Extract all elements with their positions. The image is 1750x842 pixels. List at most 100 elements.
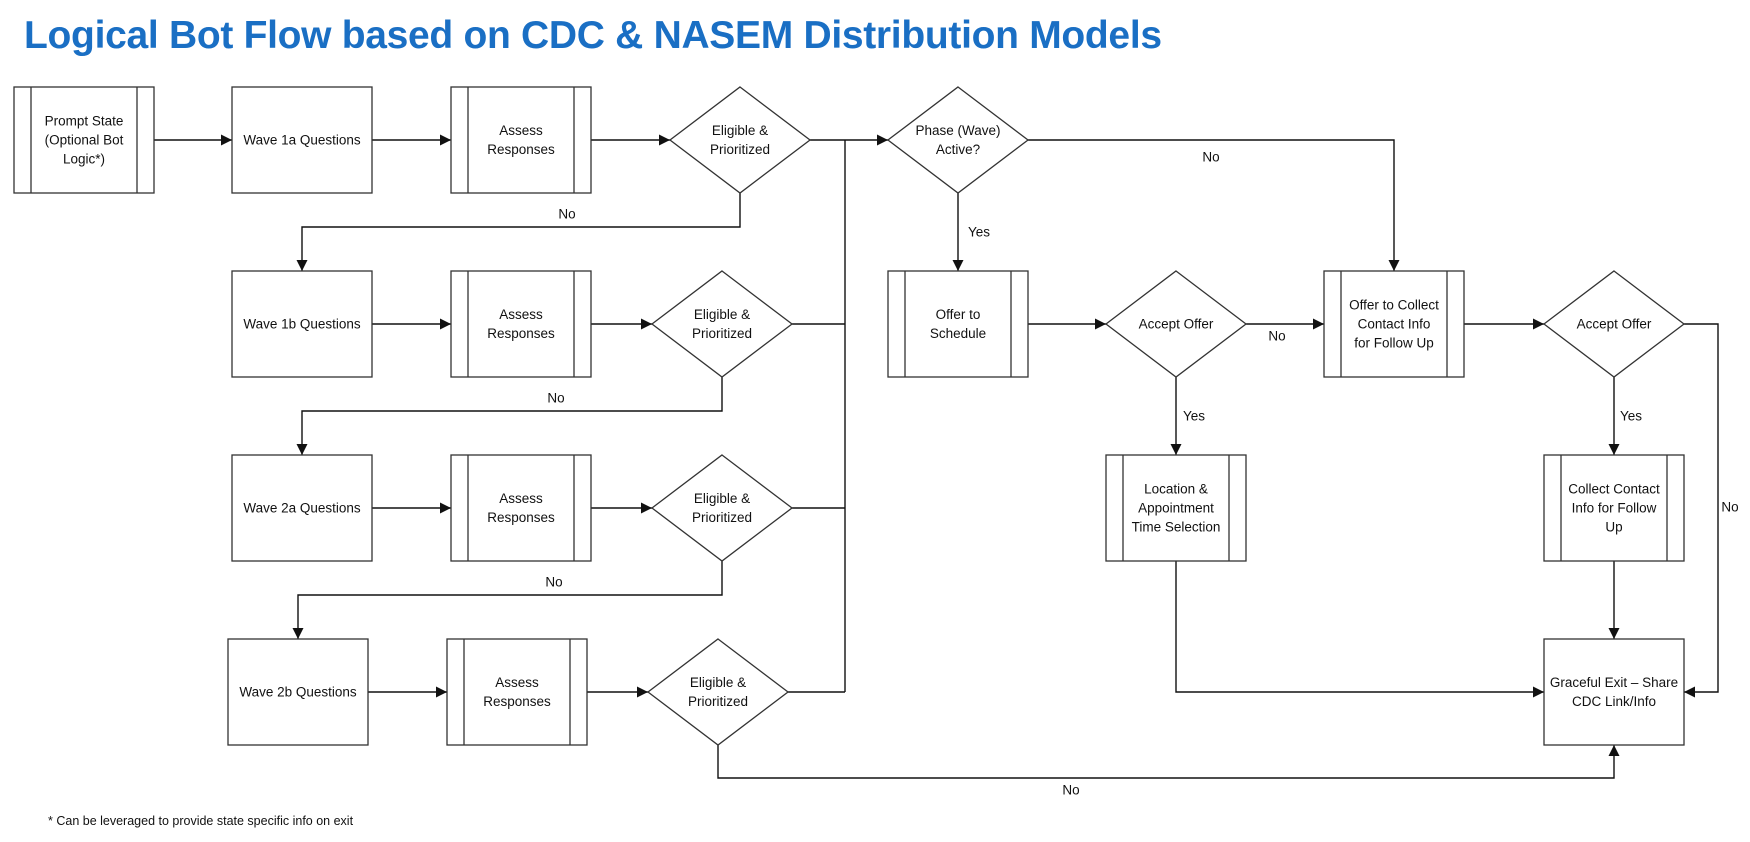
node-label: Offer to xyxy=(936,307,981,322)
node-label: Accept Offer xyxy=(1139,317,1214,332)
decision-diamond xyxy=(886,86,1030,194)
node-label: Offer to Collect xyxy=(1349,298,1439,313)
decision-diamond xyxy=(668,86,812,194)
edge-label-yes-phase: Yes xyxy=(968,225,990,240)
node-accept-offer-2: Accept Offer xyxy=(1542,270,1686,378)
node-label: Wave 2b Questions xyxy=(239,685,357,700)
node-label: Accept Offer xyxy=(1577,317,1652,332)
connector-arrow xyxy=(296,377,723,455)
predefined-process-box xyxy=(1543,454,1685,562)
edge-label-yes-accept-2: Yes xyxy=(1620,409,1642,424)
node-label: (Optional Bot xyxy=(45,133,124,148)
node-wave-1a: Wave 1a Questions xyxy=(231,86,373,194)
node-wave-2b: Wave 2b Questions xyxy=(227,638,369,746)
node-label: Location & xyxy=(1144,482,1208,497)
node-label: Wave 2a Questions xyxy=(243,501,361,516)
decision-diamond xyxy=(1542,270,1686,378)
node-label: Phase (Wave) xyxy=(915,123,1000,138)
node-phase-active: Phase (Wave) Active? xyxy=(886,86,1030,194)
process-box xyxy=(231,454,373,562)
connector-arrow xyxy=(1028,139,1400,271)
node-accept-offer-1: Accept Offer xyxy=(1104,270,1248,378)
node-label: Schedule xyxy=(930,326,986,341)
node-offer-schedule: Offer to Schedule xyxy=(887,270,1029,378)
node-wave-2a: Wave 2a Questions xyxy=(231,454,373,562)
node-label: Responses xyxy=(487,142,555,157)
decision-diamond xyxy=(1104,270,1248,378)
node-elig-2a: Eligible & Prioritized xyxy=(650,454,794,562)
edge-label-yes-accept-1: Yes xyxy=(1183,409,1205,424)
process-box xyxy=(1543,638,1685,746)
node-wave-1b: Wave 1b Questions xyxy=(231,270,373,378)
node-label: Active? xyxy=(936,142,980,157)
node-label: Prompt State xyxy=(45,114,124,129)
edge-label-no-2b: No xyxy=(1062,783,1079,798)
node-label: Prioritized xyxy=(692,510,752,525)
node-label: Wave 1a Questions xyxy=(243,133,361,148)
node-label: Assess xyxy=(499,307,543,322)
node-label: Logic*) xyxy=(63,152,105,167)
decision-diamond xyxy=(646,638,790,746)
node-label: Info for Follow xyxy=(1572,501,1657,516)
page-title: Logical Bot Flow based on CDC & NASEM Di… xyxy=(24,14,1162,57)
predefined-process-box xyxy=(13,86,155,194)
connector-arrow xyxy=(1175,561,1544,698)
node-label: Assess xyxy=(495,675,539,690)
node-label: Prioritized xyxy=(692,326,752,341)
node-label: Collect Contact xyxy=(1568,482,1660,497)
edge-label-no-phase: No xyxy=(1202,150,1219,165)
predefined-process-box xyxy=(1323,270,1465,378)
node-label: Up xyxy=(1605,520,1622,535)
decision-diamond xyxy=(650,454,794,562)
process-box xyxy=(231,270,373,378)
connector-arrow xyxy=(717,745,1620,779)
node-elig-1b: Eligible & Prioritized xyxy=(650,270,794,378)
node-label: Eligible & xyxy=(712,123,768,138)
edge-label-no-1a: No xyxy=(558,207,575,222)
node-label: Appointment xyxy=(1138,501,1214,516)
predefined-process-box xyxy=(450,270,592,378)
predefined-process-box xyxy=(450,86,592,194)
node-elig-1a: Eligible &Prioritized xyxy=(668,86,812,194)
node-label: Eligible & xyxy=(690,675,746,690)
node-elig-2b: Eligible & Prioritized xyxy=(646,638,790,746)
node-label: Graceful Exit – Share xyxy=(1550,675,1678,690)
predefined-process-box xyxy=(887,270,1029,378)
process-box xyxy=(227,638,369,746)
node-label: Time Selection xyxy=(1132,520,1221,535)
edge-label-no-accept-1: No xyxy=(1268,329,1285,344)
node-label: Eligible & xyxy=(694,491,750,506)
node-label: Eligible & xyxy=(694,307,750,322)
connector-arrow xyxy=(292,561,723,639)
node-label: Assess xyxy=(499,491,543,506)
node-label: for Follow Up xyxy=(1354,336,1434,351)
connector-arrow xyxy=(296,193,741,271)
predefined-process-box xyxy=(450,454,592,562)
connector-arrow xyxy=(1684,323,1719,698)
node-label: Responses xyxy=(483,694,551,709)
node-label: CDC Link/Info xyxy=(1572,694,1656,709)
node-label: Prioritized xyxy=(688,694,748,709)
predefined-process-box xyxy=(1105,454,1247,562)
node-label: Responses xyxy=(487,510,555,525)
decision-diamond xyxy=(650,270,794,378)
footnote: * Can be leveraged to provide state spec… xyxy=(48,814,354,828)
node-label: Contact Info xyxy=(1358,317,1431,332)
predefined-process-box xyxy=(446,638,588,746)
node-label: Wave 1b Questions xyxy=(243,317,361,332)
process-box xyxy=(231,86,373,194)
node-label: Responses xyxy=(487,326,555,341)
edge-label-no-1b: No xyxy=(547,391,564,406)
edge-label-no-2a: No xyxy=(545,575,562,590)
node-label: Assess xyxy=(499,123,543,138)
